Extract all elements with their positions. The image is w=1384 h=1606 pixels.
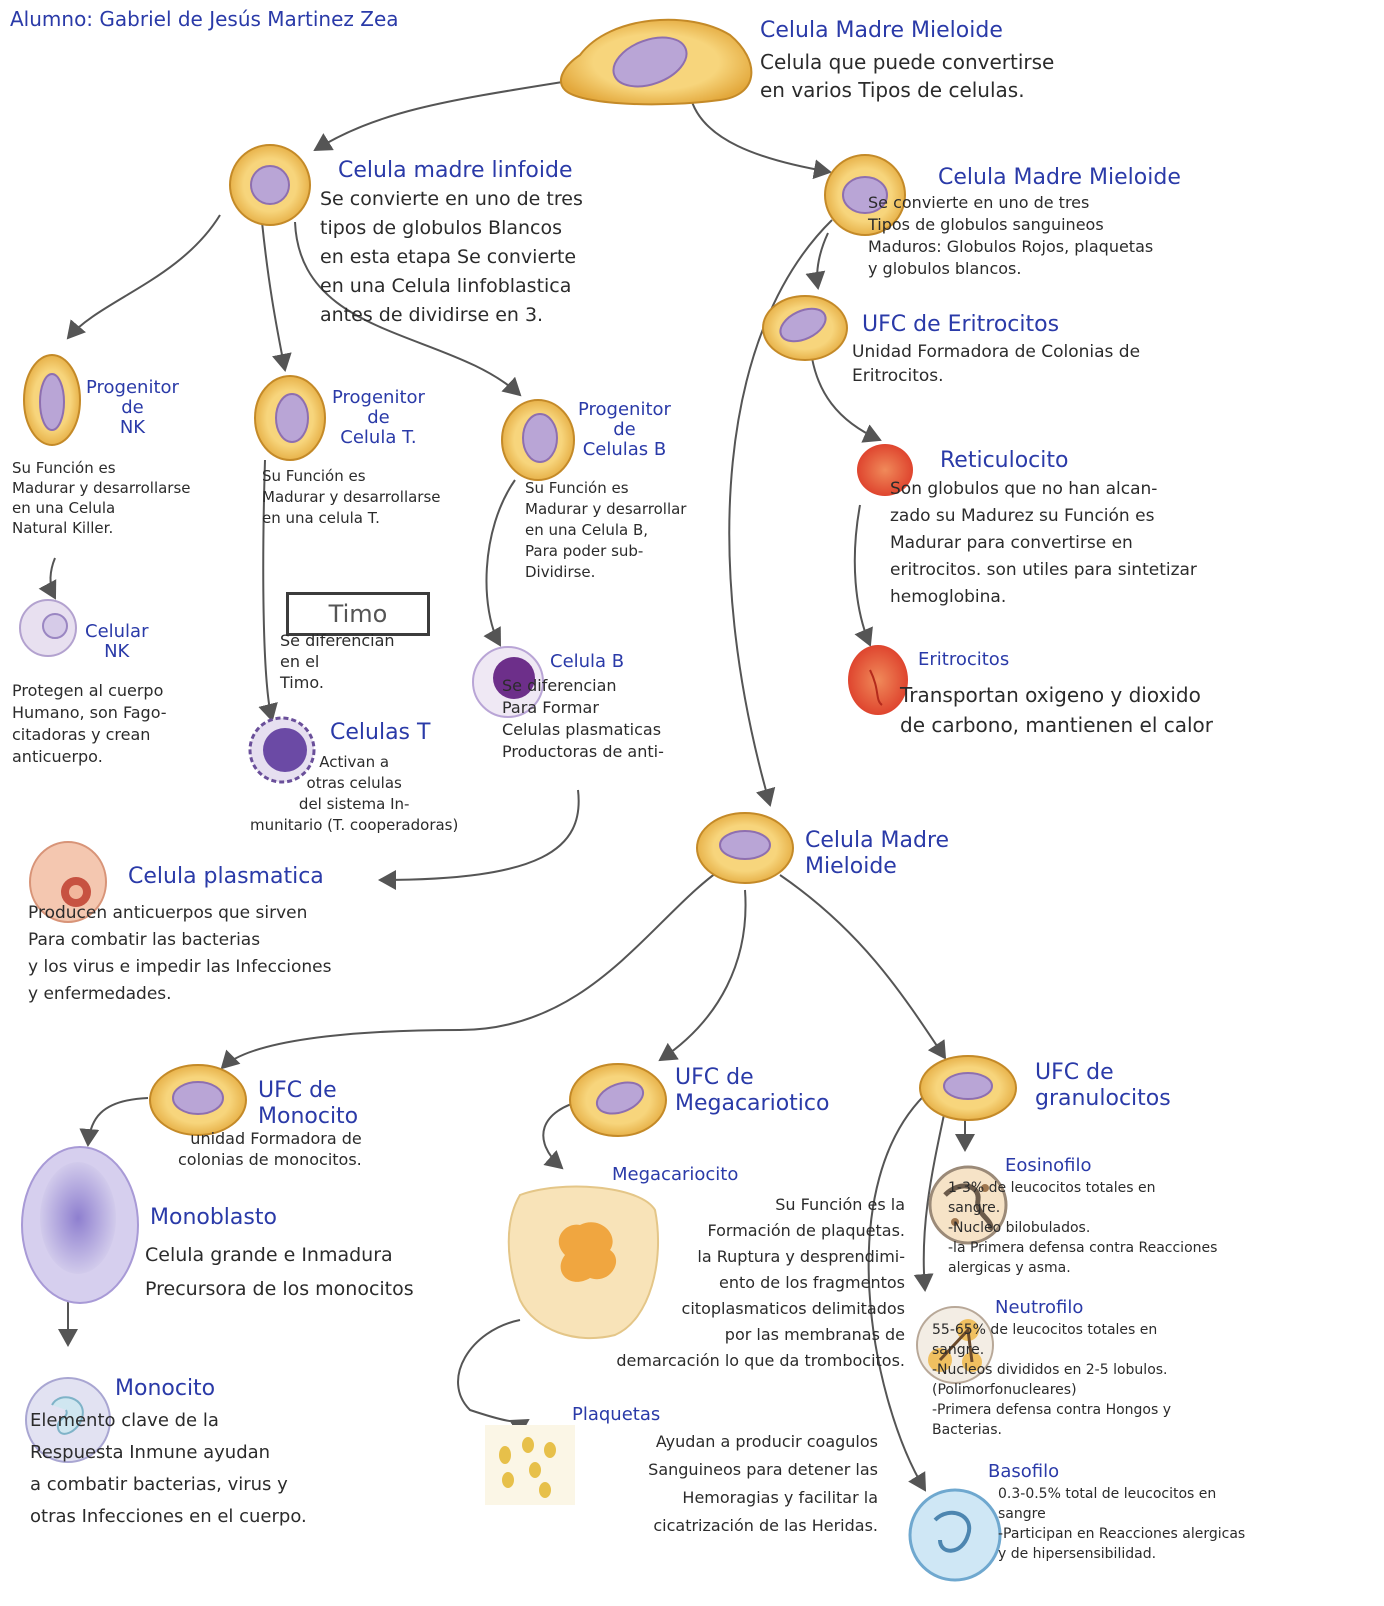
b-cell-desc: Se diferencian Para Formar Celulas plasm… bbox=[502, 676, 664, 761]
cell-nk-progenitor bbox=[23, 354, 81, 446]
plasma-desc: Producen anticuerpos que sirven Para com… bbox=[28, 903, 332, 1004]
t-cell-desc: Activan a otras celulas del sistema In- … bbox=[250, 753, 459, 834]
cell-plasmatica bbox=[29, 841, 107, 923]
plaquetas-title: Plaquetas bbox=[572, 1404, 661, 1425]
cell-top-stem bbox=[560, 18, 753, 106]
cell-monocito bbox=[25, 1377, 111, 1463]
t-progenitor-desc: Su Función es Madurar y desarrollarse en… bbox=[262, 467, 441, 527]
nk-progenitor-title: Progenitor de NK bbox=[86, 377, 179, 438]
cell-neutrofilo bbox=[916, 1306, 994, 1384]
arrow-top-to-lymphoid bbox=[313, 79, 576, 152]
cell-b-progenitor bbox=[501, 399, 575, 481]
plasma-title: Celula plasmatica bbox=[128, 864, 324, 889]
arrow-gran-to-baso bbox=[867, 1089, 931, 1492]
cell-plaquetas bbox=[485, 1425, 575, 1505]
plaquetas-desc: Ayudan a producir coagulos Sanguineos pa… bbox=[648, 1432, 878, 1535]
arrow-my2-to-mega bbox=[658, 889, 747, 1062]
cell-myeloid2 bbox=[696, 812, 794, 884]
t-progenitor-title: Progenitor de Celula T. bbox=[332, 387, 425, 448]
t-cell-title: Celulas T bbox=[330, 720, 431, 745]
cell-ufc-eritrocitos bbox=[762, 295, 848, 361]
cell-basofilo bbox=[908, 1488, 1002, 1582]
reticulocito-title: Reticulocito bbox=[940, 448, 1069, 473]
arrow-my2-to-gran bbox=[779, 874, 947, 1060]
nk-cell-desc: Protegen al cuerpo Humano, son Fago- cit… bbox=[12, 681, 167, 766]
ufc-megacariotico-title: UFC de Megacariotico bbox=[675, 1065, 830, 1116]
top-stem-desc: Celula que puede convertirse en varios T… bbox=[760, 50, 1055, 102]
arrow-nk-to-nkcell bbox=[38, 557, 57, 600]
cell-ufc-granulocitos bbox=[919, 1055, 1017, 1121]
arrow-lymph-to-b bbox=[294, 221, 522, 397]
arrow-b-to-bcell bbox=[483, 479, 516, 647]
monoblasto-desc: Celula grande e Inmadura Precursora de l… bbox=[145, 1244, 414, 1300]
myeloid-desc: Se convierte en uno de tres Tipos de glo… bbox=[868, 193, 1154, 278]
eosinofilo-desc: 1-3% de leucocitos totales en sangre. -N… bbox=[948, 1180, 1218, 1276]
nk-progenitor-desc: Su Función es Madurar y desarrollarse en… bbox=[12, 459, 191, 537]
monocito-title: Monocito bbox=[115, 1376, 216, 1401]
neutrofilo-title: Neutrofilo bbox=[995, 1297, 1084, 1318]
cell-ufc-monocito bbox=[149, 1064, 247, 1136]
arrow-lymph-to-nk bbox=[66, 214, 221, 340]
connector-arrows bbox=[38, 79, 975, 1492]
student-name: Alumno: Gabriel de Jesús Martinez Zea bbox=[10, 7, 399, 31]
ufc-monocito-desc: unidad Formadora de colonias de monocito… bbox=[178, 1129, 362, 1169]
cell-t-progenitor bbox=[254, 375, 326, 461]
b-progenitor-title: Progenitor de Celulas B bbox=[578, 399, 671, 460]
eritrocitos-desc: Transportan oxigeno y dioxido de carbono… bbox=[900, 683, 1214, 737]
b-progenitor-desc: Su Función es Madurar y desarrollar en u… bbox=[525, 479, 687, 581]
arrow-lymph-to-t bbox=[261, 221, 292, 372]
cell-myeloid-stem bbox=[824, 154, 906, 236]
arrow-megacario-to-plaquetas bbox=[457, 1319, 530, 1437]
arrow-myeloid-to-ufcerit bbox=[805, 232, 829, 290]
basofilo-title: Basofilo bbox=[988, 1461, 1060, 1482]
arrow-my2-to-mono bbox=[220, 869, 721, 1070]
cell-megacariocito bbox=[507, 1185, 659, 1340]
arrow-gran-to-neu bbox=[913, 1109, 946, 1292]
lymphoid-title: Celula madre linfoide bbox=[338, 158, 573, 183]
monocito-desc: Elemento clave de la Respuesta Inmune ay… bbox=[30, 1410, 307, 1527]
ufc-eritrocitos-title: UFC de Eritrocitos bbox=[862, 312, 1060, 337]
ufc-eritrocitos-desc: Unidad Formadora de Colonias de Eritroci… bbox=[852, 342, 1141, 386]
eosinofilo-title: Eosinofilo bbox=[1005, 1155, 1092, 1176]
cell-reticulocito bbox=[857, 444, 913, 496]
cell-b bbox=[472, 646, 544, 718]
arrow-top-to-myeloid bbox=[689, 94, 832, 180]
arrow-myeloid-to-myeloid2 bbox=[728, 219, 833, 807]
ufc-granulocitos-title: UFC de granulocitos bbox=[1035, 1060, 1171, 1111]
cell-ufc-megacariotico bbox=[569, 1063, 667, 1137]
reticulocito-desc: Son globulos que no han alcan- zado su M… bbox=[890, 479, 1197, 607]
neutrofilo-desc: 55-65% de leucocitos totales en sangre. … bbox=[932, 1322, 1172, 1438]
arrow-ufcerit-to-retic bbox=[811, 357, 882, 443]
b-cell-title: Celula B bbox=[550, 651, 625, 672]
top-stem-title: Celula Madre Mieloide bbox=[760, 18, 1003, 43]
cell-lymphoid-stem bbox=[229, 144, 311, 226]
arrow-ufcmono-to-monoblasto bbox=[79, 1097, 149, 1147]
timo-desc: Se diferencian en el Timo. bbox=[280, 631, 395, 692]
monoblasto-title: Monoblasto bbox=[150, 1205, 277, 1230]
cell-monoblasto bbox=[21, 1146, 139, 1304]
arrow-t-to-tcell bbox=[258, 459, 278, 722]
lymphoid-desc: Se convierte en uno de tres tipos de glo… bbox=[320, 188, 583, 326]
nk-cell-title: Celular NK bbox=[85, 621, 149, 662]
megacariocito-desc: Su Función es la Formación de plaquetas.… bbox=[616, 1195, 905, 1370]
eritrocitos-title: Eritrocitos bbox=[918, 649, 1010, 670]
myeloid2-title: Celula Madre Mieloide bbox=[805, 828, 950, 879]
cell-eosinofilo bbox=[928, 1165, 1008, 1245]
cell-t bbox=[248, 716, 316, 784]
cell-nk bbox=[19, 599, 77, 657]
cell-eritrocito bbox=[848, 645, 908, 715]
ufc-monocito-title: UFC de Monocito bbox=[258, 1078, 359, 1129]
arrow-retic-to-eritro bbox=[853, 504, 873, 647]
basofilo-desc: 0.3-0.5% total de leucocitos en sangre -… bbox=[998, 1486, 1246, 1562]
megacariocito-title: Megacariocito bbox=[612, 1164, 739, 1185]
arrow-bcell-to-plasma bbox=[378, 789, 580, 890]
timo-box: Timo bbox=[286, 592, 430, 636]
myeloid-title: Celula Madre Mieloide bbox=[938, 165, 1181, 190]
